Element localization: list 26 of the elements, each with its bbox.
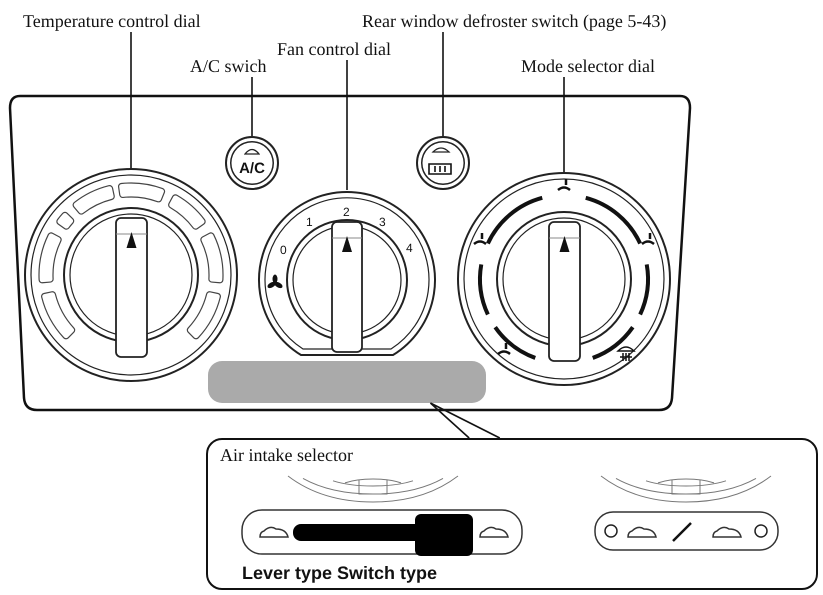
leader-text: Fan control dial (277, 38, 391, 60)
temperature-dial (24, 168, 238, 382)
control-panel (8, 96, 692, 412)
leader-text: Temperature control dial (23, 10, 201, 32)
leader-text: A/C swich (190, 55, 266, 77)
dial-number: 3 (379, 215, 386, 229)
dial-number: 2 (343, 205, 350, 219)
air-intake-bar (208, 361, 486, 403)
leader-line (130, 32, 132, 168)
type-caption: Lever type Switch type (242, 563, 438, 584)
fan-dial (257, 190, 437, 357)
dial-number: 4 (406, 241, 413, 255)
leader-line (563, 77, 565, 172)
callout-panel (206, 438, 818, 590)
leader-text: Mode selector dial (521, 55, 655, 77)
dial-number: 0 (280, 243, 287, 257)
leader-line (251, 77, 253, 136)
leader-text: Rear window defroster switch (page 5-43) (362, 10, 666, 32)
leader-line (442, 32, 444, 136)
leader-line (346, 60, 348, 190)
callout-pointer (430, 402, 501, 439)
defroster-button (416, 136, 470, 190)
section-heading: Air intake selector (220, 445, 353, 466)
ac-button: A/C (225, 136, 279, 190)
mode-dial (457, 172, 671, 386)
dial-number: 1 (306, 215, 313, 229)
